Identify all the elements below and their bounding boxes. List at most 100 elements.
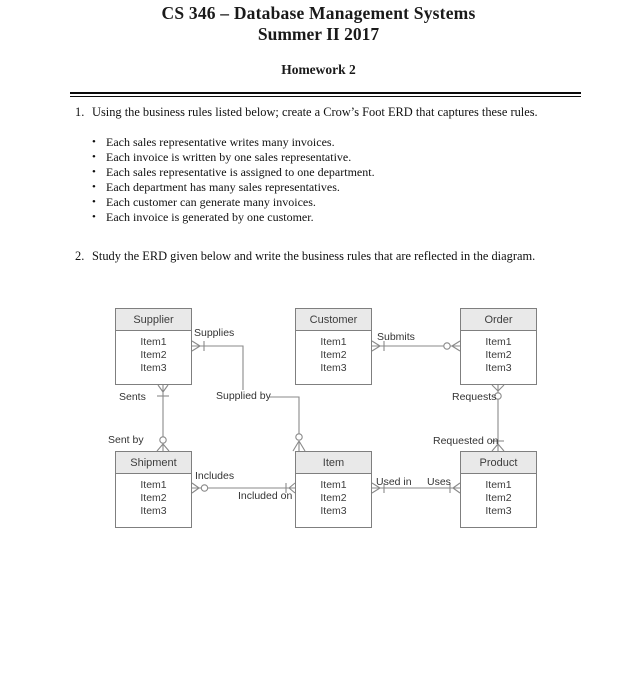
question-2: 2. Study the ERD given below and write t…: [75, 249, 620, 264]
supplies-connector: [191, 340, 306, 452]
relationship-label-included-on: Included on: [238, 490, 293, 502]
zero-circle-icon: [159, 436, 167, 444]
term-title: Summer II 2017: [257, 24, 380, 44]
requests-connector: [491, 384, 505, 452]
attribute: Item2: [320, 492, 347, 504]
entity-attributes: Item1 Item2 Item3: [296, 331, 371, 375]
list-item: • Each invoice is generated by one custo…: [92, 210, 572, 225]
attribute: Item3: [140, 362, 167, 374]
bullet-icon: •: [92, 196, 96, 209]
attribute: Item3: [140, 505, 167, 517]
question-1-number: 1.: [75, 105, 85, 119]
bullet-icon: •: [92, 136, 96, 148]
attribute: Item1: [485, 479, 512, 491]
horizontal-rule: [70, 92, 581, 97]
rule-text: Each department has many sales represent…: [106, 180, 340, 195]
relationship-label-requests: Requests: [452, 391, 497, 403]
entity-name: Order: [461, 309, 536, 331]
crow-foot-many-icon: [292, 440, 306, 452]
crow-foot-many-icon: [157, 384, 169, 393]
rule-text: Each sales representative writes many in…: [106, 135, 335, 149]
entity-attributes: Item1 Item2 Item3: [461, 331, 536, 375]
attribute: Item3: [485, 505, 512, 517]
relationship-label-supplied-by: Supplied by: [216, 390, 271, 402]
erd-connectors: [156, 340, 505, 494]
entity-supplier: Supplier Item1 Item2 Item3: [115, 308, 192, 385]
attribute: Item1: [320, 479, 347, 491]
crow-foot-many-icon: [491, 443, 505, 452]
question-1: 1. Using the business rules listed below…: [75, 105, 615, 120]
rule-text: Each invoice is generated by one custome…: [106, 210, 314, 225]
crow-foot-many-icon: [371, 340, 381, 352]
attribute: Item1: [140, 336, 167, 348]
attribute: Item1: [485, 336, 512, 348]
assignment-title: Homework 2: [281, 62, 356, 77]
relationship-label-includes: Includes: [195, 470, 235, 482]
course-title: CS 346 – Database Management Systems: [161, 3, 476, 23]
rule-text: Each customer can generate many invoices…: [106, 195, 316, 210]
crow-foot-many-icon: [156, 443, 170, 452]
entity-shipment: Shipment Item1 Item2 Item3: [115, 451, 192, 528]
crow-foot-many-icon: [491, 384, 505, 392]
list-item: • Each department has many sales represe…: [92, 180, 572, 195]
bullet-icon: •: [92, 211, 96, 224]
entity-customer: Customer Item1 Item2 Item3: [295, 308, 372, 385]
crow-foot-many-icon: [191, 482, 200, 494]
zero-circle-icon: [200, 484, 209, 492]
zero-circle-icon: [443, 342, 451, 350]
question-2-text: Study the ERD given below and write the …: [92, 249, 536, 263]
attribute: Item3: [485, 362, 512, 374]
list-item: • Each sales representative writes many …: [92, 135, 572, 150]
entity-attributes: Item1 Item2 Item3: [296, 474, 371, 518]
entity-attributes: Item1 Item2 Item3: [461, 474, 536, 518]
bullet-icon: •: [92, 181, 96, 194]
erd-diagram: Supplier Item1 Item2 Item3 Customer Item…: [0, 300, 637, 550]
business-rules-list: • Each sales representative writes many …: [92, 135, 572, 226]
submits-connector: [371, 340, 461, 352]
crow-foot-many-icon: [452, 482, 461, 494]
attribute: Item3: [320, 362, 347, 374]
attribute: Item2: [320, 349, 347, 361]
attribute: Item1: [320, 336, 347, 348]
bullet-icon: •: [92, 151, 96, 164]
relationship-label-used-in: Used in: [376, 476, 412, 488]
includes-connector: [191, 482, 296, 494]
entity-name: Customer: [296, 309, 371, 331]
crow-foot-many-icon: [288, 482, 296, 494]
relationship-label-sents: Sents: [119, 391, 146, 403]
question-2-number: 2.: [75, 249, 85, 263]
attribute: Item2: [140, 349, 167, 361]
used-in-uses-connector: [371, 482, 461, 494]
attribute: Item3: [320, 505, 347, 517]
sents-connector: [156, 384, 170, 452]
crow-foot-many-icon: [191, 340, 201, 352]
entity-attributes: Item1 Item2 Item3: [116, 474, 191, 518]
entity-name: Shipment: [116, 452, 191, 474]
rule-text: Each sales representative is assigned to…: [106, 165, 375, 180]
zero-circle-icon: [494, 392, 502, 400]
attribute: Item1: [140, 479, 167, 491]
relationship-label-uses: Uses: [427, 476, 451, 488]
entity-item: Item Item1 Item2 Item3: [295, 451, 372, 528]
entity-attributes: Item1 Item2 Item3: [116, 331, 191, 375]
relationship-label-requested-on: Requested on: [433, 435, 499, 447]
relationship-label-sent-by: Sent by: [108, 434, 144, 446]
list-item: • Each sales representative is assigned …: [92, 165, 572, 180]
relationship-label-supplies: Supplies: [194, 327, 235, 339]
zero-circle-icon: [295, 433, 303, 441]
crow-foot-many-icon: [451, 340, 461, 352]
attribute: Item2: [485, 492, 512, 504]
attribute: Item2: [140, 492, 167, 504]
list-item: • Each invoice is written by one sales r…: [92, 150, 572, 165]
entity-name: Supplier: [116, 309, 191, 331]
bullet-icon: •: [92, 166, 96, 179]
list-item: • Each customer can generate many invoic…: [92, 195, 572, 210]
attribute: Item2: [485, 349, 512, 361]
entity-name: Product: [461, 452, 536, 474]
entity-product: Product Item1 Item2 Item3: [460, 451, 537, 528]
question-1-text: Using the business rules listed below; c…: [92, 105, 538, 119]
crow-foot-many-icon: [371, 482, 381, 494]
rule-text: Each invoice is written by one sales rep…: [106, 150, 352, 165]
relationship-label-submits: Submits: [377, 331, 415, 343]
